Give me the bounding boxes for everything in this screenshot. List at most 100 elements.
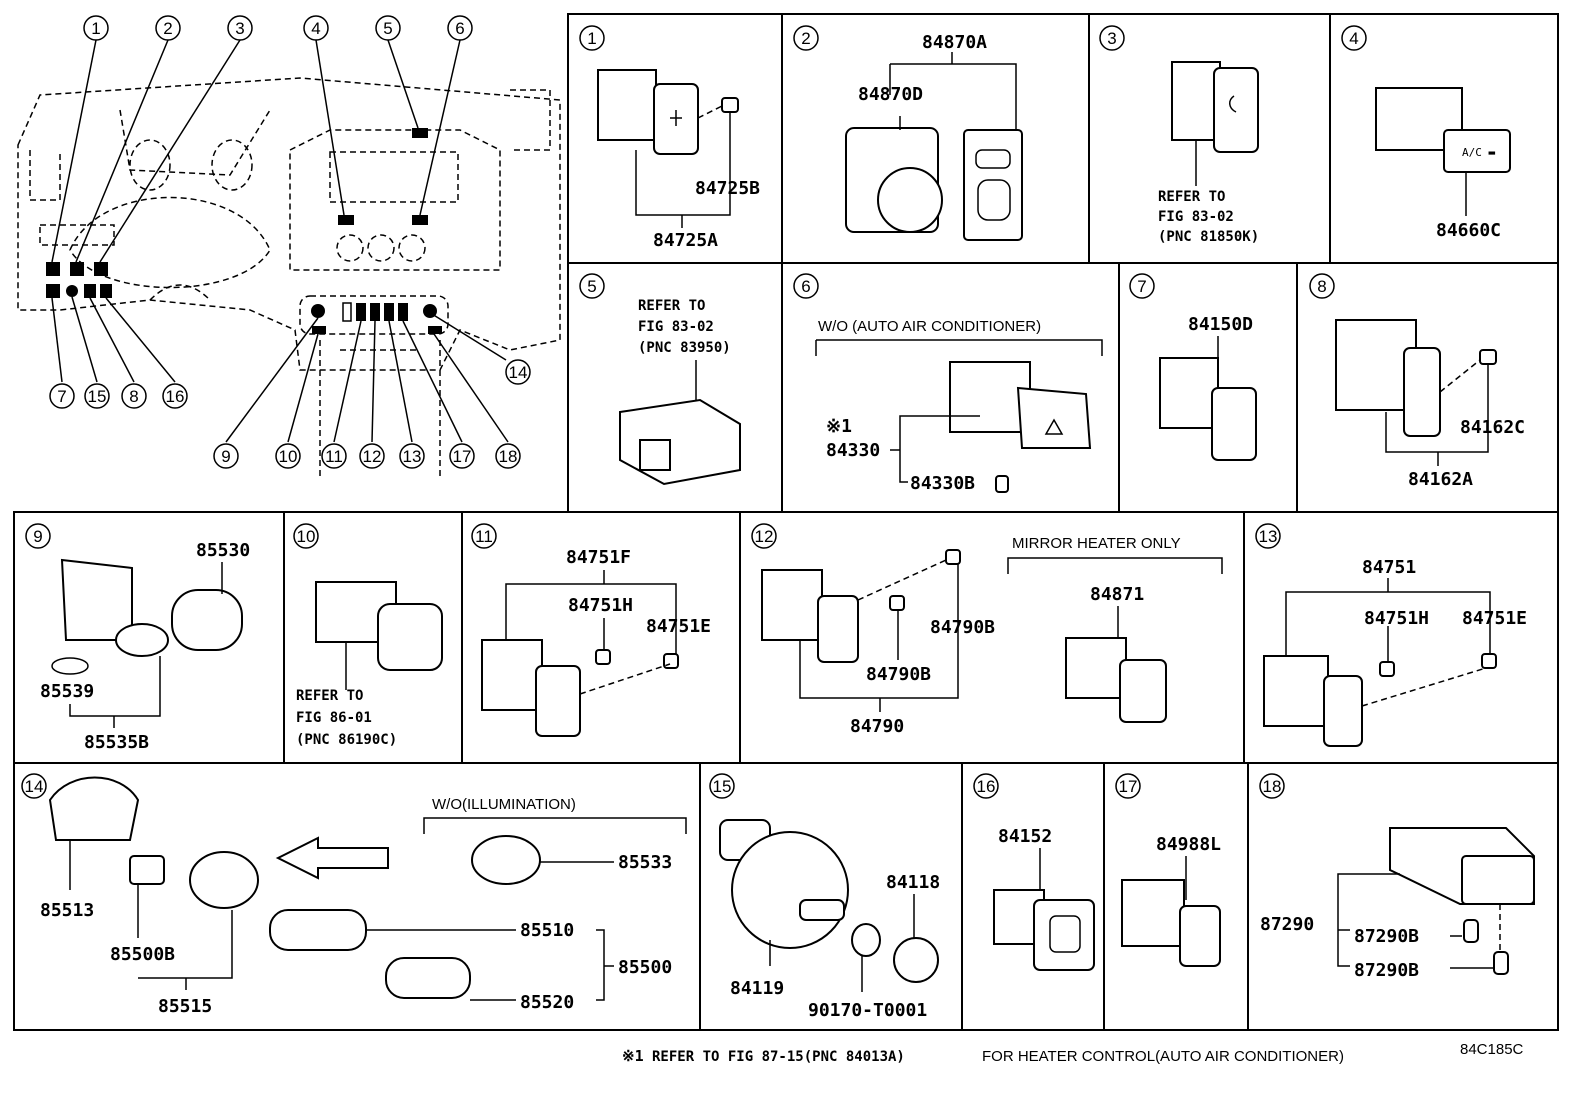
part-87290B-a: 87290B	[1354, 926, 1419, 947]
panel-callout-12: 12	[751, 523, 777, 549]
part-85520: 85520	[520, 992, 574, 1013]
panel-1: 84725B 84725A	[597, 69, 760, 251]
caption-illumination: W/O(ILLUMINATION)	[432, 796, 576, 813]
refer-line-2: FIG 86-01	[296, 710, 372, 726]
part-84751H: 84751H	[568, 595, 633, 616]
svg-text:6: 6	[801, 277, 810, 296]
panel-grid	[13, 13, 1559, 1031]
part-85539: 85539	[40, 681, 94, 702]
footer-text: FOR HEATER CONTROL(AUTO AIR CONDITIONER)	[982, 1048, 1344, 1065]
part-85500: 85500	[618, 957, 672, 978]
svg-text:18: 18	[499, 447, 518, 466]
svg-text:2: 2	[801, 29, 810, 48]
overview-callout-10: 10	[275, 443, 301, 469]
panel-callout-13: 13	[1255, 523, 1281, 549]
panel-callout-14: 14	[21, 773, 47, 799]
part-87290: 87290	[1260, 914, 1314, 935]
panel-callout-15: 15	[709, 773, 735, 799]
overview-callout-6: 6	[447, 15, 473, 41]
svg-text:3: 3	[1107, 29, 1116, 48]
overview-callout-13: 13	[399, 443, 425, 469]
svg-text:7: 7	[57, 387, 66, 406]
part-85535B: 85535B	[84, 732, 149, 753]
part-84118: 84118	[886, 872, 940, 893]
panel-4: A/C ▬ 84660C	[1375, 87, 1511, 241]
svg-text:8: 8	[1317, 277, 1326, 296]
overview-callout-4: 4	[303, 15, 329, 41]
caption-mirror-heater: MIRROR HEATER ONLY	[1012, 535, 1181, 552]
part-84150D: 84150D	[1188, 314, 1253, 335]
panel-callout-4: 4	[1341, 25, 1367, 51]
part-84790B-b: 84790B	[866, 664, 931, 685]
panel-13: 84751 84751H 84751E	[1263, 557, 1527, 747]
dashboard-overview	[17, 39, 561, 480]
part-84751E: 84751E	[646, 616, 711, 637]
diagram-code: 84C185C	[1460, 1041, 1524, 1058]
overview-callout-5: 5	[375, 15, 401, 41]
part-84330: 84330	[826, 440, 880, 461]
svg-text:5: 5	[587, 277, 596, 296]
part-84162A: 84162A	[1408, 469, 1473, 490]
svg-text:13: 13	[1259, 527, 1278, 546]
svg-text:16: 16	[166, 387, 185, 406]
svg-text:17: 17	[453, 447, 472, 466]
footer: ※1 REFER TO FIG 87-15(PNC 84013A) FOR HE…	[622, 1041, 1524, 1065]
panel-11: 84751F 84751H 84751E	[481, 547, 711, 737]
svg-text:11: 11	[325, 447, 343, 466]
svg-text:13: 13	[403, 447, 422, 466]
panel-callout-6: 6	[793, 273, 819, 299]
panel-callout-17: 17	[1115, 773, 1141, 799]
overview-callout-14: 14	[505, 359, 531, 385]
svg-text:3: 3	[235, 19, 244, 38]
panel-callout-16: 16	[973, 773, 999, 799]
svg-text:16: 16	[977, 777, 996, 796]
part-84751: 84751	[1362, 557, 1416, 578]
svg-text:2: 2	[163, 19, 172, 38]
panel-10: REFER TO FIG 86-01 (PNC 86190C)	[296, 581, 443, 748]
part-84725A: 84725A	[653, 230, 718, 251]
panel-callout-8: 8	[1309, 273, 1335, 299]
svg-text:14: 14	[25, 777, 44, 796]
panel-callout-1: 1	[579, 25, 605, 51]
svg-text:4: 4	[311, 19, 320, 38]
panel-8: 84162C 84162A	[1335, 319, 1525, 490]
part-84152: 84152	[998, 826, 1052, 847]
svg-text:1: 1	[587, 29, 596, 48]
part-84330B: 84330B	[910, 473, 975, 494]
note-mark: ※1	[826, 416, 852, 437]
svg-text:12: 12	[363, 447, 382, 466]
overview-callout-2: 2	[155, 15, 181, 41]
part-84119: 84119	[730, 978, 784, 999]
svg-text:18: 18	[1263, 777, 1282, 796]
panel-callout-5: 5	[579, 273, 605, 299]
overview-callout-18: 18	[495, 443, 521, 469]
panel-callout-11: 11	[471, 523, 497, 549]
part-84751E: 84751E	[1462, 608, 1527, 629]
overview-callout-11: 11	[321, 443, 347, 469]
svg-text:1: 1	[91, 19, 100, 38]
part-84870D: 84870D	[858, 84, 923, 105]
panel-callout-2: 2	[793, 25, 819, 51]
svg-text:9: 9	[221, 447, 230, 466]
footer-ref: REFER TO FIG 87-15(PNC 84013A)	[652, 1049, 905, 1065]
refer-line-3: (PNC 81850K)	[1158, 229, 1259, 245]
panel-callout-7: 7	[1129, 273, 1155, 299]
part-85530: 85530	[196, 540, 250, 561]
overview-callout-7: 7	[49, 383, 75, 409]
refer-line-1: REFER TO	[296, 688, 363, 704]
svg-text:10: 10	[279, 447, 298, 466]
svg-text:11: 11	[475, 527, 493, 546]
refer-line-3: (PNC 86190C)	[296, 732, 397, 748]
svg-text:8: 8	[129, 387, 138, 406]
overview-callout-1: 1	[83, 15, 109, 41]
part-84988L: 84988L	[1156, 834, 1221, 855]
overview-callout-15: 15	[84, 383, 110, 409]
svg-text:4: 4	[1349, 29, 1358, 48]
svg-text:9: 9	[33, 527, 42, 546]
footer-mark: ※1	[622, 1047, 644, 1065]
part-84725B: 84725B	[695, 178, 760, 199]
svg-text:17: 17	[1119, 777, 1138, 796]
panel-9: 85530 85539 85535B	[40, 540, 250, 753]
part-84871: 84871	[1090, 584, 1144, 605]
